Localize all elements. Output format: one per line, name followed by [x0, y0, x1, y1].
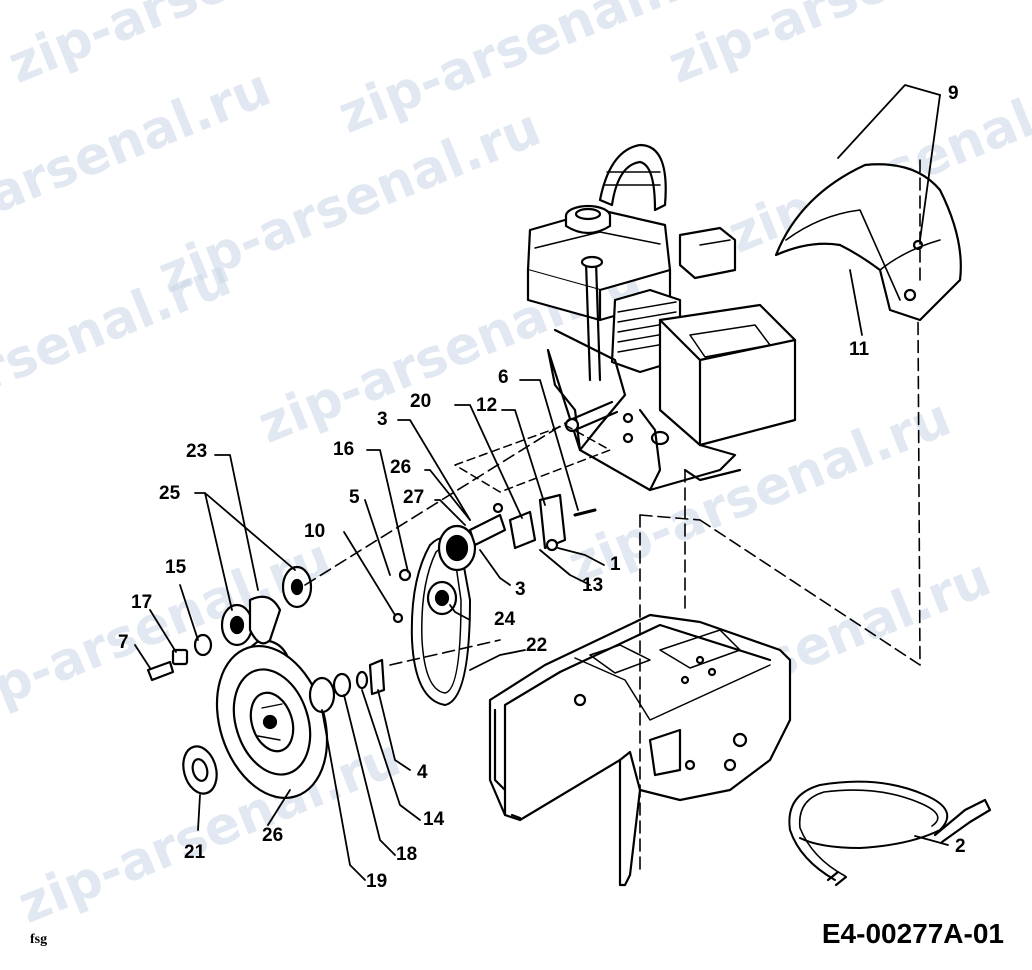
callout-11: 11	[849, 339, 870, 360]
callout-2: 2	[955, 836, 966, 857]
callout-24: 24	[494, 609, 516, 630]
callout-19: 19	[366, 871, 388, 892]
callout-25: 25	[159, 483, 181, 504]
callout-10: 10	[304, 521, 326, 542]
callout-7: 7	[118, 632, 129, 653]
chute-deflector	[774, 163, 962, 322]
callout-26-bottom: 26	[262, 825, 284, 846]
callout-3-top: 3	[377, 409, 388, 430]
callout-3-bottom: 3	[515, 579, 526, 600]
leader-lines	[134, 84, 949, 881]
callout-22: 22	[526, 635, 548, 656]
callout-21: 21	[184, 842, 206, 863]
assembly-lines	[304, 159, 921, 871]
callout-17: 17	[131, 592, 153, 613]
callout-5: 5	[349, 487, 360, 508]
callout-12: 12	[476, 395, 498, 416]
corner-tag: fsg	[30, 932, 48, 947]
callout-27: 27	[403, 487, 425, 508]
callout-23: 23	[186, 441, 208, 462]
engine	[526, 143, 797, 492]
callout-6: 6	[498, 367, 509, 388]
callout-20: 20	[410, 391, 432, 412]
power-cord	[788, 780, 992, 887]
pulley-assembly	[146, 424, 611, 800]
callout-26-top: 26	[390, 457, 412, 478]
callout-14: 14	[423, 809, 445, 830]
callout-15: 15	[165, 557, 187, 578]
callout-1: 1	[610, 554, 621, 575]
callout-13: 13	[582, 575, 604, 596]
callout-16: 16	[333, 439, 355, 460]
drawing-code: E4-00277A-01	[821, 918, 1004, 949]
callout-4: 4	[417, 762, 428, 783]
callout-9: 9	[948, 83, 959, 104]
callout-18: 18	[396, 844, 418, 865]
